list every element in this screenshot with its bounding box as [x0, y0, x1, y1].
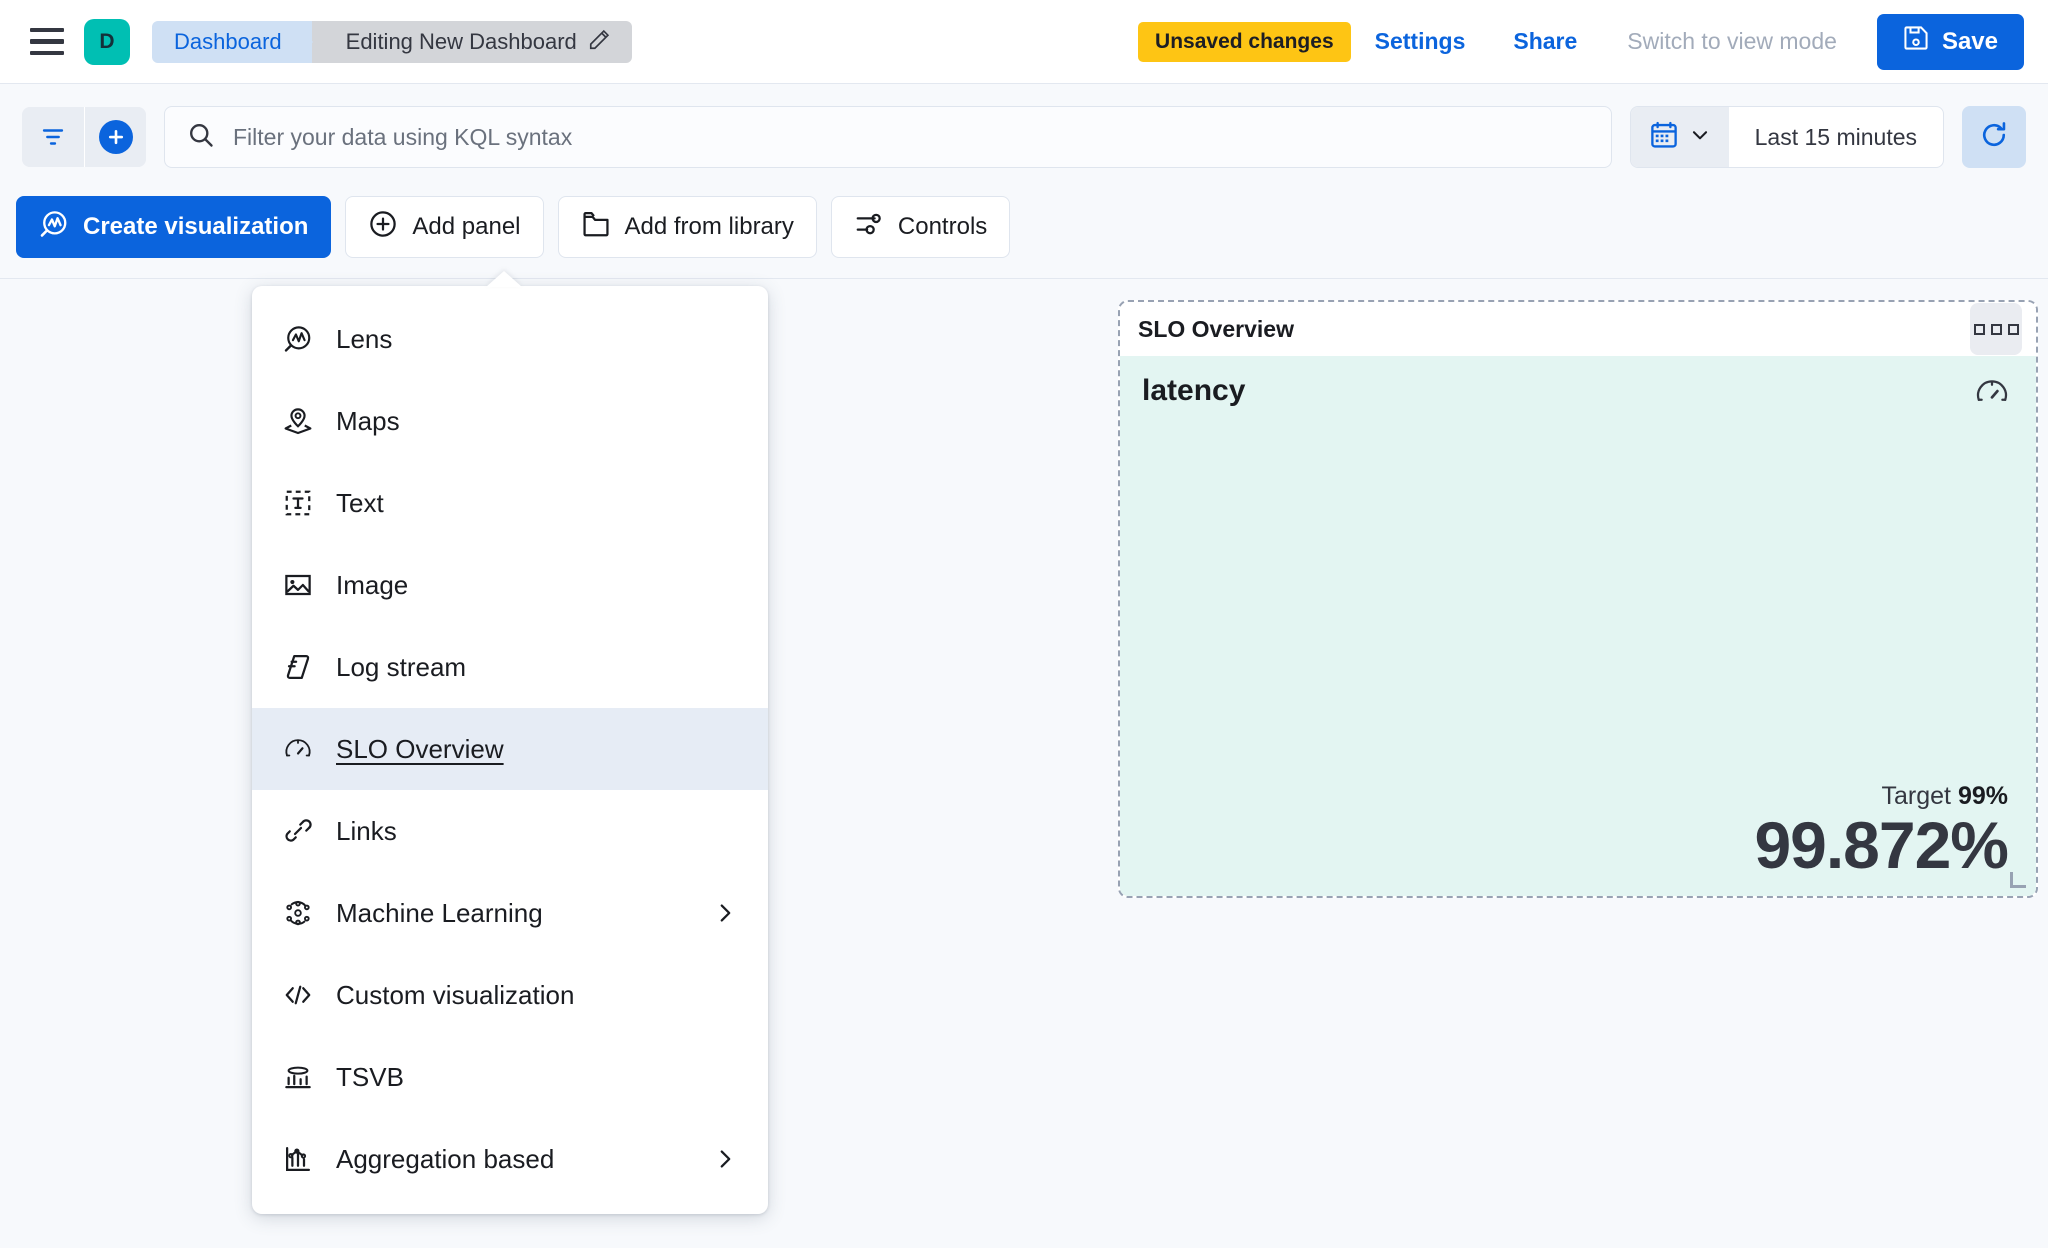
slo-sli-value: 99.872%: [1754, 807, 2009, 882]
switch-to-view-mode-link[interactable]: Switch to view mode: [1627, 28, 1837, 54]
chevron-right-icon: [712, 900, 738, 926]
breadcrumb-dashboard-label: Dashboard: [174, 28, 282, 54]
menu-item-log-stream[interactable]: Log stream: [252, 626, 768, 708]
slo-overview-panel[interactable]: SLO Overview latency T: [1118, 300, 2038, 898]
header-actions: Unsaved changes Settings Share Switch to…: [1138, 13, 2024, 70]
slo-stats: Target 99% 99.872%: [1142, 782, 2010, 882]
search-input[interactable]: Filter your data using KQL syntax: [164, 106, 1612, 168]
menu-item-lens[interactable]: Lens: [252, 298, 768, 380]
filter-button-group: [22, 107, 146, 167]
menu-item-label: Links: [336, 815, 397, 846]
tsvb-chart-icon: [282, 1061, 314, 1093]
aggregation-chart-icon: [282, 1143, 314, 1175]
add-panel-menu: Lens Maps Text: [252, 271, 768, 1214]
settings-link[interactable]: Settings: [1374, 28, 1466, 54]
refresh-icon: [1979, 120, 2009, 155]
menu-item-label: Text: [336, 487, 384, 518]
code-icon: [282, 979, 314, 1011]
menu-item-tsvb[interactable]: TSVB: [252, 1036, 768, 1118]
filter-icon[interactable]: [22, 107, 84, 167]
create-visualization-button[interactable]: Create visualization: [16, 196, 332, 258]
popover-arrow: [486, 271, 522, 287]
slo-body-top: latency: [1142, 374, 2010, 415]
add-from-library-label: Add from library: [624, 213, 794, 240]
slo-target-value: 99%: [1957, 782, 2008, 811]
menu-item-links[interactable]: Links: [252, 790, 768, 872]
chevron-right-icon: [712, 1146, 738, 1172]
grid-dots-icon: [2007, 323, 2019, 335]
slo-target-label: Target: [1881, 782, 1951, 811]
panel-title[interactable]: SLO Overview: [1138, 315, 1294, 342]
share-link[interactable]: Share: [1513, 28, 1578, 54]
date-picker: Last 15 minutes: [1629, 106, 1944, 168]
menu-item-label: Lens: [336, 323, 393, 354]
image-icon: [282, 569, 314, 601]
slo-target-row: Target 99%: [1142, 782, 2008, 811]
breadcrumb-dashboard[interactable]: Dashboard: [152, 20, 313, 63]
add-from-library-button[interactable]: Add from library: [557, 196, 817, 258]
menu-item-aggregation-based[interactable]: Aggregation based: [252, 1118, 768, 1200]
add-panel-button[interactable]: Add panel: [345, 196, 544, 258]
menu-item-label: Aggregation based: [336, 1143, 555, 1174]
plus-in-circle-icon: [368, 209, 398, 246]
menu-item-label: SLO Overview: [336, 733, 504, 764]
menu-item-label: Machine Learning: [336, 897, 543, 928]
menu-item-custom-visualization[interactable]: Custom visualization: [252, 954, 768, 1036]
add-filter-button[interactable]: [84, 107, 146, 167]
dashboard-toolbar: Create visualization Add panel Add from …: [16, 196, 1011, 258]
panel-context-menu-button[interactable]: [1970, 303, 2022, 355]
top-header: D Dashboard Editing New Dashboard Unsave…: [0, 0, 2048, 84]
controls-icon: [854, 209, 884, 246]
map-marker-layers-icon: [282, 405, 314, 437]
search-icon: [187, 121, 215, 154]
add-panel-label: Add panel: [412, 213, 521, 240]
space-avatar[interactable]: D: [84, 18, 130, 65]
controls-button[interactable]: Controls: [830, 196, 1011, 258]
menu-item-slo-overview[interactable]: SLO Overview: [252, 708, 768, 790]
text-box-icon: [282, 487, 314, 519]
link-icon: [282, 815, 314, 847]
menu-item-text[interactable]: Text: [252, 462, 768, 544]
breadcrumb-editing[interactable]: Editing New Dashboard: [311, 20, 632, 63]
floppy-disk-icon: [1903, 25, 1929, 58]
date-quick-select-button[interactable]: [1630, 107, 1729, 167]
unsaved-changes-badge[interactable]: Unsaved changes: [1138, 21, 1351, 62]
save-button[interactable]: Save: [1876, 13, 2024, 70]
menu-item-label: Custom visualization: [336, 979, 575, 1010]
calendar-icon: [1649, 120, 1679, 155]
controls-label: Controls: [897, 213, 988, 240]
slo-panel-body: latency Target 99% 99.872%: [1120, 356, 2036, 896]
hamburger-icon[interactable]: [24, 19, 70, 65]
lens-icon: [282, 323, 314, 355]
grid-dots-icon: [1973, 323, 1985, 335]
time-range-display[interactable]: Last 15 minutes: [1754, 123, 1917, 150]
menu-item-label: Image: [336, 569, 409, 600]
menu-item-image[interactable]: Image: [252, 544, 768, 626]
refresh-button[interactable]: [1962, 106, 2026, 168]
search-input-placeholder: Filter your data using KQL syntax: [233, 123, 573, 150]
query-bar: Filter your data using KQL syntax: [0, 84, 2048, 190]
grid-dots-icon: [1990, 323, 2002, 335]
menu-item-machine-learning[interactable]: Machine Learning: [252, 872, 768, 954]
breadcrumb-editing-label: Editing New Dashboard: [345, 28, 577, 54]
pencil-icon[interactable]: [588, 29, 610, 55]
menu-item-label: Log stream: [336, 651, 467, 682]
machine-learning-icon: [282, 897, 314, 929]
resize-corner-icon[interactable]: [2010, 872, 2026, 888]
folder-icon: [581, 209, 611, 246]
menu-item-maps[interactable]: Maps: [252, 380, 768, 462]
breadcrumb: Dashboard Editing New Dashboard: [152, 20, 632, 63]
slo-name: latency: [1142, 374, 1246, 407]
save-button-label: Save: [1941, 27, 1998, 55]
lens-icon: [39, 209, 69, 246]
create-visualization-label: Create visualization: [83, 213, 309, 240]
menu-item-label: Maps: [336, 405, 400, 436]
chevron-down-icon: [1689, 124, 1711, 151]
gauge-icon: [282, 733, 314, 765]
plus-circle-icon: [98, 120, 133, 154]
gauge-icon: [1974, 374, 2010, 415]
panel-header: SLO Overview: [1120, 302, 2036, 356]
log-stream-icon: [282, 651, 314, 683]
menu-item-label: TSVB: [336, 1061, 404, 1092]
